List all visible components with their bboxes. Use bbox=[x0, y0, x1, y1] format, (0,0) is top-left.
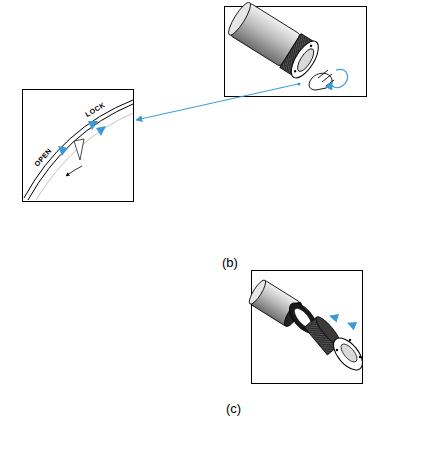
camera-back bbox=[247, 278, 269, 306]
mount-opening bbox=[295, 46, 317, 73]
direction-arrow bbox=[66, 166, 82, 176]
camera-body bbox=[224, 0, 323, 82]
mount-screw bbox=[336, 349, 338, 351]
assembly-arrow bbox=[348, 323, 355, 326]
leader-dot bbox=[298, 83, 301, 86]
mount-opening bbox=[338, 341, 360, 364]
mount-screw bbox=[349, 339, 351, 341]
ring-edge bbox=[36, 113, 133, 200]
leader-arrow bbox=[136, 84, 298, 120]
mount-screw bbox=[309, 44, 312, 47]
zoom-frame bbox=[23, 90, 134, 202]
camera-back bbox=[225, 0, 254, 38]
mount-screw bbox=[359, 356, 361, 358]
rotate-arrow bbox=[332, 69, 348, 87]
ring-edge bbox=[28, 104, 133, 200]
mount-screw bbox=[294, 70, 297, 73]
lens-mount bbox=[328, 333, 368, 375]
figure-label: (b) bbox=[222, 256, 238, 269]
assembly-arrow bbox=[330, 316, 337, 318]
open-marker bbox=[58, 146, 68, 156]
ring-edge bbox=[24, 100, 133, 198]
lock-marker bbox=[96, 126, 106, 136]
index-marker bbox=[74, 139, 84, 160]
figure-label: (c) bbox=[226, 402, 241, 415]
